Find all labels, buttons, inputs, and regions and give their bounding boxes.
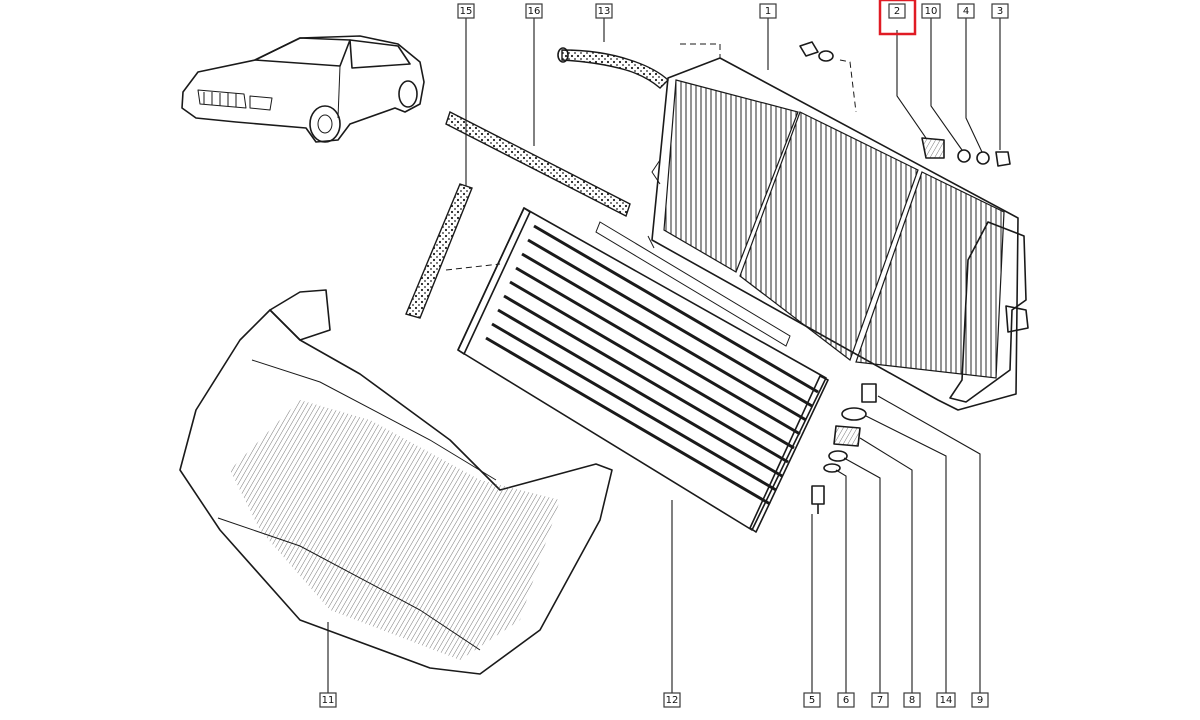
svg-text:11: 11	[322, 695, 335, 706]
callout-12[interactable]: 12	[663, 692, 681, 708]
svg-text:10: 10	[925, 6, 938, 17]
top-fasteners	[799, 41, 1011, 167]
seal-strip	[405, 183, 473, 319]
dashed-guide	[445, 263, 501, 271]
callout-16[interactable]: 16	[525, 3, 543, 19]
dashed-guide	[680, 43, 721, 58]
svg-text:1: 1	[765, 6, 771, 17]
callout-15[interactable]: 15	[457, 3, 475, 19]
callout-2[interactable]: 2	[888, 3, 906, 19]
car-thumbnail-icon	[181, 35, 425, 143]
callout-10[interactable]: 10	[921, 3, 941, 19]
callout-14[interactable]: 14	[936, 692, 956, 708]
rubber-mount	[833, 425, 861, 447]
hose	[557, 47, 670, 89]
svg-text:13: 13	[598, 6, 611, 17]
svg-text:7: 7	[877, 695, 883, 706]
svg-text:6: 6	[843, 695, 849, 706]
sleeve	[861, 383, 877, 403]
callout-8[interactable]: 8	[903, 692, 921, 708]
svg-text:5: 5	[809, 695, 815, 706]
svg-text:3: 3	[997, 6, 1003, 17]
svg-text:16: 16	[528, 6, 541, 17]
callout-9[interactable]: 9	[971, 692, 989, 708]
callout-13[interactable]: 13	[595, 3, 613, 19]
highlight-frame	[878, 0, 917, 36]
lower-air-deflector	[179, 289, 613, 675]
washer	[823, 463, 841, 473]
svg-text:14: 14	[940, 695, 953, 706]
radiator	[647, 57, 1029, 411]
callout-3[interactable]: 3	[991, 3, 1009, 19]
svg-text:2: 2	[894, 6, 900, 17]
svg-text:4: 4	[963, 6, 969, 17]
condenser	[457, 207, 829, 533]
svg-text:9: 9	[977, 695, 983, 706]
foam-strip	[445, 111, 631, 217]
bolt	[811, 485, 825, 505]
svg-text:12: 12	[666, 695, 679, 706]
mount-bushing	[841, 407, 867, 421]
callout-6[interactable]: 6	[837, 692, 855, 708]
callout-1[interactable]: 1	[759, 3, 777, 19]
callout-7[interactable]: 7	[871, 692, 889, 708]
callout-5[interactable]: 5	[803, 692, 821, 708]
dashed-guide	[839, 59, 857, 113]
callout-11[interactable]: 11	[319, 692, 337, 708]
spacer	[828, 450, 848, 462]
mounting-hardware	[811, 383, 877, 514]
leader-lines	[327, 18, 1001, 693]
callout-4[interactable]: 4	[957, 3, 975, 19]
svg-text:8: 8	[909, 695, 915, 706]
svg-text:15: 15	[460, 6, 473, 17]
